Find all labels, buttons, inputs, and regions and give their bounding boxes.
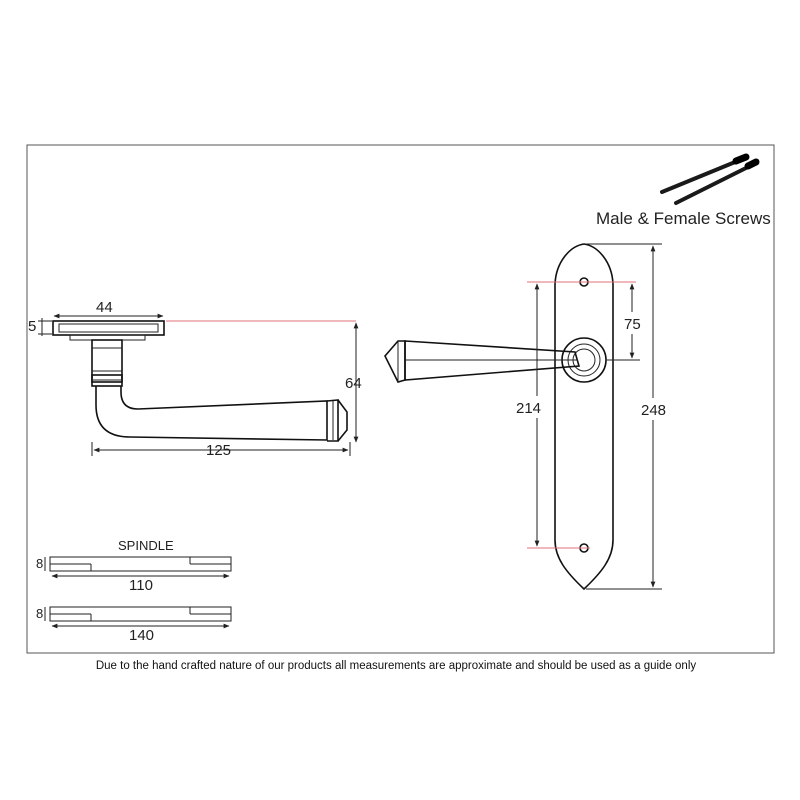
dim-rose-width: 44 <box>96 299 113 316</box>
screws-label: Male & Female Screws <box>596 209 771 228</box>
drawing-frame <box>26 144 775 654</box>
spindle-short-length: 110 <box>129 577 153 594</box>
spindle-long <box>49 606 232 622</box>
spindle-long-size: 8 <box>36 606 43 621</box>
spindle-long-length: 140 <box>129 627 154 644</box>
lever-side-view <box>52 320 356 442</box>
spindle-title: SPINDLE <box>118 538 174 553</box>
dim-fixing-centres: 214 <box>516 400 541 417</box>
backplate-front-view <box>384 243 636 591</box>
dim-lever-length: 125 <box>206 442 231 459</box>
screw-pair-icon <box>660 153 760 205</box>
spindle-short-size: 8 <box>36 556 43 571</box>
dim-rose-thickness: 5 <box>28 318 36 335</box>
dim-plate-height: 248 <box>641 402 666 419</box>
footer-note: Due to the hand crafted nature of our pr… <box>96 660 697 672</box>
spindle-short <box>49 556 232 572</box>
dim-spindle-to-fixing: 75 <box>624 316 641 333</box>
dim-projection: 64 <box>345 375 362 392</box>
